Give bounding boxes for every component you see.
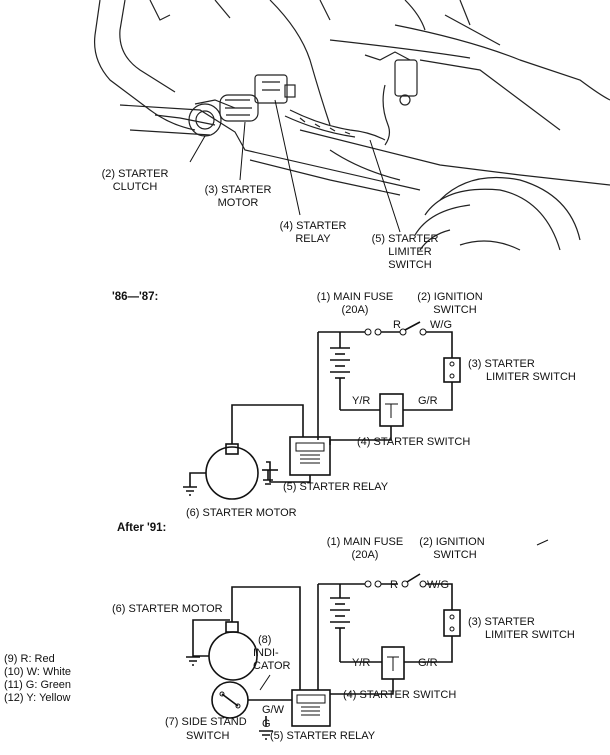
starter-switch-label-86: (4) STARTER SWITCH [357, 436, 470, 448]
indicator-pointer [259, 674, 271, 691]
side-stand-switch-label: (7) SIDE STAND [165, 716, 247, 728]
starter-motor-icon-91 [208, 631, 258, 681]
callout-limiter-switch-line3: SWITCH [388, 259, 431, 271]
starter-relay-label-91: (5) STARTER RELAY [270, 730, 376, 742]
wire-gr-86: G/R [418, 395, 438, 407]
callout-starter-motor-line2: MOTOR [218, 197, 259, 209]
wire-yr-91: Y/R [352, 657, 370, 669]
legend-item-yellow: (12) Y: Yellow [4, 692, 71, 704]
main-fuse-label-91: (1) MAIN FUSE [327, 536, 403, 548]
fuse-terminal-icon [364, 328, 372, 336]
wire-r-86: R [393, 319, 401, 331]
indicator-label-91-line3: CATOR [253, 660, 291, 672]
limiter-switch-label-91-line2: LIMITER SWITCH [485, 629, 575, 641]
limiter-switch-label-86-line2: LIMITER SWITCH [486, 371, 576, 383]
starter-switch-label-91: (4) STARTER SWITCH [343, 689, 456, 701]
starter-relay-icon-91 [291, 689, 331, 727]
ground-icon-91 [186, 656, 200, 666]
callout-starter-relay-line1: (4) STARTER [280, 220, 347, 232]
side-stand-switch-label-line2: SWITCH [186, 730, 229, 742]
wire-wg-86: W/G [430, 319, 452, 331]
indicator-label-91-line2: INDI- [253, 647, 279, 659]
ignition-switch-label-86: (2) IGNITION [417, 291, 482, 303]
callout-starter-clutch-line1: (2) STARTER [102, 168, 169, 180]
motorcycle-illustration [93, 0, 610, 251]
wire-g-91: G [262, 718, 271, 730]
indicator-label-91: (8) [258, 634, 271, 646]
callout-limiter-switch-line1: (5) STARTER [372, 233, 439, 245]
ground-icon-86 [183, 486, 197, 496]
ignition-switch-icon [399, 328, 407, 336]
schematic-86-87: '86—'87: (1) MAIN FUSE (20A) (2) IGNITIO… [112, 291, 576, 519]
main-fuse-rating-91: (20A) [352, 549, 379, 561]
wire-yr-86: Y/R [352, 395, 370, 407]
ground-icon-side-stand [259, 730, 273, 740]
wire-r-91: R [390, 579, 398, 591]
ignition-switch-label-86-line2: SWITCH [433, 304, 476, 316]
main-fuse-rating-86: (20A) [342, 304, 369, 316]
callout-starter-relay-line2: RELAY [295, 233, 331, 245]
heading-86-87: '86—'87: [112, 291, 158, 303]
starter-relay-label-86: (5) STARTER RELAY [283, 481, 389, 493]
heading-after-91: After '91: [117, 522, 166, 534]
legend-item-red: (9) R: Red [4, 653, 55, 665]
starter-motor-label-91: (6) STARTER MOTOR [112, 603, 223, 615]
legend-item-white: (10) W: White [4, 666, 71, 678]
callout-starter-motor-line1: (3) STARTER [205, 184, 272, 196]
ignition-switch-label-91: (2) IGNITION [419, 536, 484, 548]
wire-wg-91: W/G [427, 579, 449, 591]
ignition-switch-label-91-line2: SWITCH [433, 549, 476, 561]
limiter-switch-icon-91 [443, 609, 461, 637]
limiter-switch-label-91: (3) STARTER [468, 616, 535, 628]
schematic-after-91: After '91: (1) MAIN FUSE (20A) (2) IGNIT… [112, 522, 575, 742]
color-legend: (9) R: Red (10) W: White (11) G: Green (… [4, 653, 71, 704]
starter-motor-label-86: (6) STARTER MOTOR [186, 507, 297, 519]
callout-limiter-switch-line2: LIMITER [388, 246, 431, 258]
callout-starter-clutch-line2: CLUTCH [113, 181, 158, 193]
main-fuse-label-86: (1) MAIN FUSE [317, 291, 393, 303]
wire-gr-91: G/R [418, 657, 438, 669]
limiter-switch-label-86: (3) STARTER [468, 358, 535, 370]
legend-item-green: (11) G: Green [4, 679, 71, 691]
wire-gw-91: G/W [262, 704, 285, 716]
